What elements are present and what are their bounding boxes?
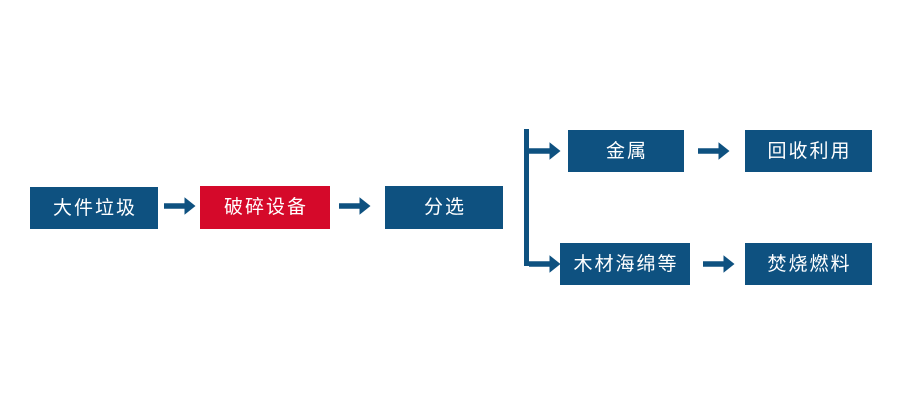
arrow-waste-to-crusher bbox=[164, 195, 196, 217]
node-incineration-fuel[interactable]: 焚烧燃料 bbox=[745, 243, 872, 285]
branch-split-line bbox=[524, 129, 529, 266]
node-incineration-fuel-label: 焚烧燃料 bbox=[767, 253, 852, 275]
arrow-metal-to-recycle bbox=[698, 140, 730, 162]
arrow-branch-wood bbox=[529, 253, 561, 275]
arrow-wood-to-fuel bbox=[703, 253, 735, 275]
arrow-branch-metal bbox=[529, 140, 561, 162]
node-wood-sponge-etc-label: 木材海绵等 bbox=[573, 253, 679, 275]
node-bulky-waste[interactable]: 大件垃圾 bbox=[30, 187, 158, 229]
arrow-crusher-to-sorting bbox=[339, 195, 371, 217]
node-sorting[interactable]: 分选 bbox=[385, 186, 503, 229]
node-metal[interactable]: 金属 bbox=[568, 130, 684, 172]
node-crushing-equipment[interactable]: 破碎设备 bbox=[200, 186, 330, 229]
node-sorting-label: 分选 bbox=[423, 197, 466, 218]
node-bulky-waste-label: 大件垃圾 bbox=[52, 197, 137, 219]
node-metal-label: 金属 bbox=[605, 140, 648, 162]
node-recycling-reuse-label: 回收利用 bbox=[767, 140, 852, 162]
node-wood-sponge-etc[interactable]: 木材海绵等 bbox=[560, 243, 690, 285]
node-crushing-equipment-label: 破碎设备 bbox=[223, 197, 308, 218]
node-recycling-reuse[interactable]: 回收利用 bbox=[745, 130, 872, 172]
